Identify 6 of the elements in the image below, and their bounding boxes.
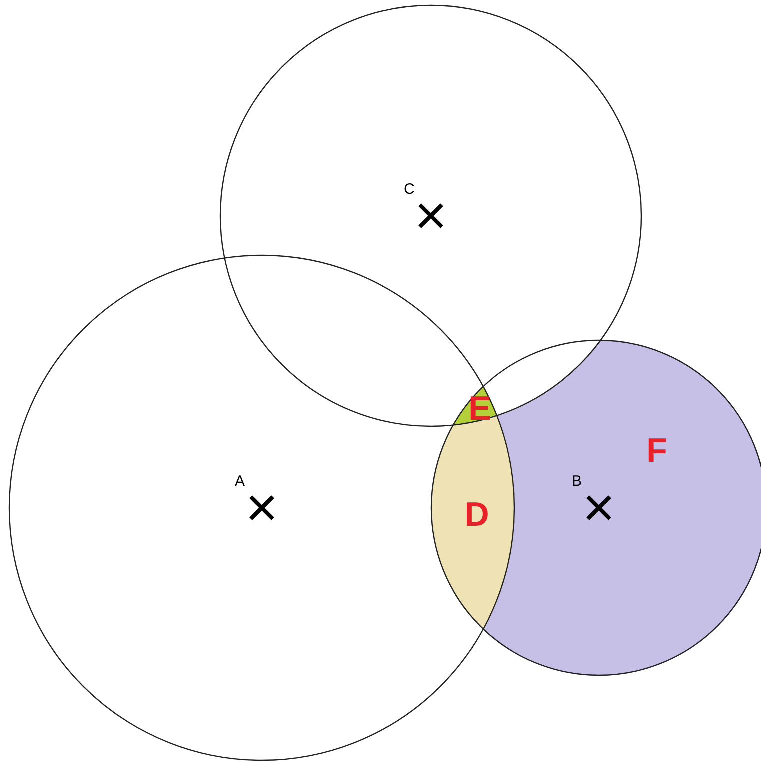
point-label: A	[235, 474, 246, 489]
point-label: B	[572, 474, 582, 489]
region-label: F	[646, 434, 668, 468]
region-label: E	[468, 392, 492, 426]
point-label: C	[404, 182, 415, 197]
region-label: D	[464, 498, 490, 532]
